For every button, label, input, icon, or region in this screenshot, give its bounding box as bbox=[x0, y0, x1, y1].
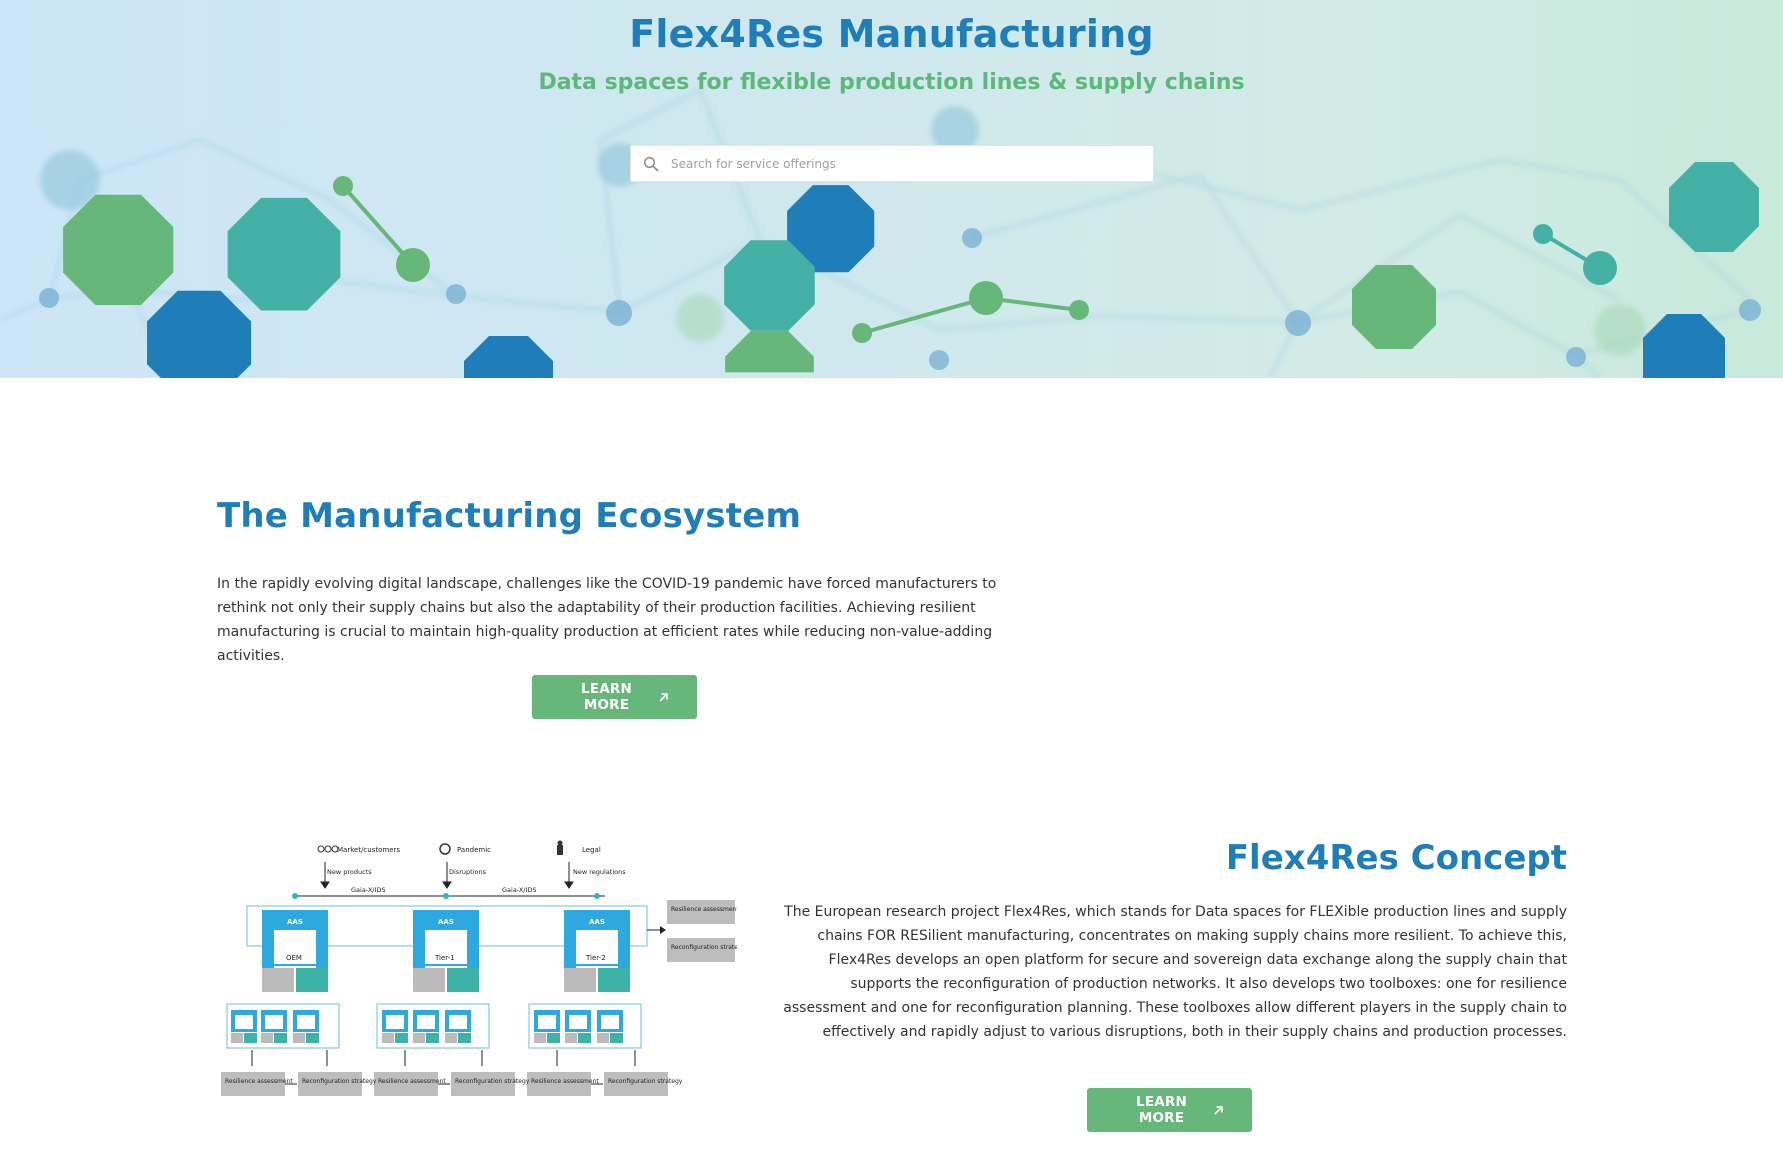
arrow-up-right-icon bbox=[1213, 1105, 1224, 1116]
ecosystem-heading: The Manufacturing Ecosystem bbox=[217, 496, 802, 536]
svg-text:Resilience assessment: Resilience assessment bbox=[671, 906, 737, 913]
svg-text:Resilience assessment: Resilience assessment bbox=[531, 1078, 599, 1085]
people-icon bbox=[317, 845, 339, 853]
hero-banner: Flex4Res Manufacturing Data spaces for f… bbox=[0, 0, 1783, 378]
virus-icon bbox=[439, 843, 451, 855]
concept-section: Flex4Res Concept The European research p… bbox=[770, 838, 1567, 1044]
network-background bbox=[0, 87, 1761, 378]
driver-label: Pandemic bbox=[457, 846, 491, 854]
node-label: Tier-1 bbox=[434, 954, 455, 962]
link-label: Gaia-X/IDS bbox=[351, 886, 386, 894]
ecosystem-body: In the rapidly evolving digital landscap… bbox=[217, 576, 997, 664]
svg-text:Reconfiguration strategy: Reconfiguration strategy bbox=[455, 1078, 530, 1085]
hero-title: Flex4Res Manufacturing bbox=[629, 12, 1154, 56]
search-bar[interactable] bbox=[630, 145, 1154, 182]
legal-icon bbox=[557, 840, 563, 855]
ecosystem-section: The Manufacturing Ecosystem In the rapid… bbox=[217, 496, 1007, 668]
node-group: AAS OEM AAS Tier-1 AAS Tier-2 bbox=[262, 910, 630, 992]
svg-text:AAS: AAS bbox=[589, 918, 605, 926]
svg-text:Resilience assessment: Resilience assessment bbox=[225, 1078, 293, 1085]
hexagon-shapes bbox=[63, 162, 1759, 378]
svg-text:Reconfiguration strategy: Reconfiguration strategy bbox=[671, 944, 737, 951]
arrow-up-right-icon bbox=[658, 692, 669, 703]
concept-learn-more-button[interactable]: LEARN MORE bbox=[1087, 1088, 1252, 1132]
svg-text:AAS: AAS bbox=[438, 918, 454, 926]
search-input[interactable] bbox=[669, 155, 1153, 172]
search-icon bbox=[643, 156, 659, 172]
svg-text:Reconfiguration strategy: Reconfiguration strategy bbox=[608, 1078, 683, 1085]
node-label: Tier-2 bbox=[585, 954, 606, 962]
concept-heading: Flex4Res Concept bbox=[1225, 838, 1567, 878]
link-label: Gaia-X/IDS bbox=[502, 886, 537, 894]
button-label: LEARN MORE bbox=[1136, 1094, 1187, 1126]
concept-body: The European research project Flex4Res, … bbox=[783, 904, 1567, 1040]
event-label: New products bbox=[327, 868, 372, 876]
node-label: OEM bbox=[286, 954, 302, 962]
svg-text:Reconfiguration strategy: Reconfiguration strategy bbox=[302, 1078, 377, 1085]
button-label: LEARN MORE bbox=[581, 681, 632, 713]
svg-text:AAS: AAS bbox=[287, 918, 303, 926]
event-label: New regulations bbox=[573, 868, 626, 876]
hero-subtitle: Data spaces for flexible production line… bbox=[538, 70, 1245, 95]
event-label: Disruptions bbox=[449, 868, 487, 876]
driver-label: Market/customers bbox=[337, 846, 400, 854]
ecosystem-learn-more-button[interactable]: LEARN MORE bbox=[532, 675, 697, 719]
svg-text:Resilience assessment: Resilience assessment bbox=[378, 1078, 446, 1085]
concept-diagram: Market/customers Pandemic Legal New prod… bbox=[217, 840, 746, 1100]
driver-label: Legal bbox=[582, 846, 601, 854]
